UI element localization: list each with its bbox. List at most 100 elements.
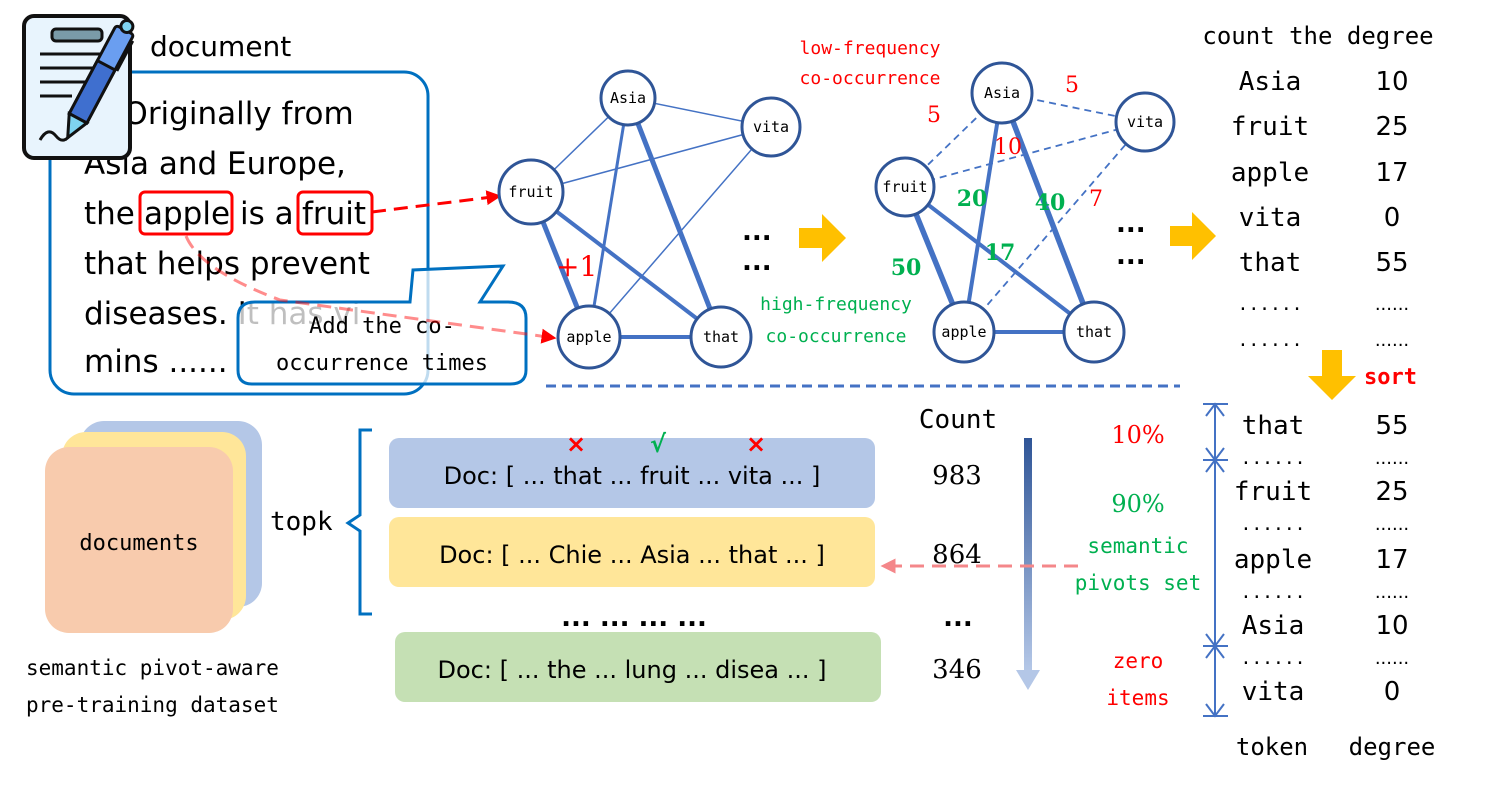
document-panel: document ... Originally from Asia and Eu…: [48, 30, 430, 396]
edge-weight-label: 10: [994, 135, 1022, 160]
sorted-row-value: 10: [1375, 611, 1408, 641]
topk-label: topk: [270, 507, 333, 537]
graph-node-label: apple: [941, 323, 986, 341]
graph-node-label: fruit: [508, 183, 553, 201]
sorted-row-token: ......: [1240, 648, 1305, 669]
reject-mark-vita: ×: [746, 430, 766, 458]
edge-weight-label: 17: [985, 240, 1016, 266]
degree-table-title: count the degree: [1202, 22, 1433, 50]
edge-weight-label: 50: [891, 255, 922, 281]
degree-row-value: 10: [1375, 67, 1408, 97]
highlight-apple: apple: [144, 196, 230, 232]
sorted-row-token: apple: [1234, 545, 1312, 575]
document-title: document: [150, 30, 291, 63]
increment-label: +1: [556, 250, 597, 283]
degree-row-value: ......: [1375, 294, 1409, 315]
ellipsis-2a: ...: [1116, 209, 1146, 239]
graph-node-label: Asia: [984, 84, 1020, 102]
ellipsis-1a: ...: [742, 217, 772, 247]
edge-weight-label: 40: [1035, 190, 1066, 216]
arrow-right-icon: [799, 214, 846, 262]
reject-mark-that: ×: [566, 430, 586, 458]
sorted-row-token: Asia: [1242, 611, 1305, 641]
sorted-row-value: ......: [1375, 648, 1409, 669]
graph-node-apple: [556, 304, 622, 370]
doc-line-3-middle: is a: [240, 196, 294, 232]
degree-row-token: ......: [1237, 294, 1302, 315]
highlight-fruit: fruit: [302, 196, 366, 232]
sorted-row-token: vita: [1242, 677, 1305, 707]
degree-row-value: 0: [1384, 203, 1401, 233]
document-pen-icon: [22, 14, 135, 160]
doc-list-item: Doc: [ ... the ... lung ... disea ... ]3…: [395, 632, 982, 702]
doc-list-item: Doc: [ ... Chie ... Asia ... that ... ]8…: [389, 517, 982, 587]
graph-node-label: vita: [753, 118, 789, 136]
graph-edge: [625, 97, 724, 338]
graph-node-fruit: [874, 156, 936, 218]
edge-weight-label: 20: [957, 186, 988, 212]
top-percent-label: 10%: [1111, 421, 1164, 449]
sorted-row-token: ......: [1240, 582, 1305, 603]
semantic-pivots-label-1: semantic: [1087, 534, 1188, 558]
graph-edge: [529, 190, 723, 339]
doc-card: [389, 517, 875, 587]
dataset-caption-1: semantic pivot-aware: [26, 656, 279, 680]
edge-weight-label: 7: [1089, 187, 1103, 212]
doc-text: Doc: [ ... the ... lung ... disea ... ]: [438, 656, 827, 684]
doc-list-ellipsis: ... ... ... ...: [561, 603, 707, 633]
segment-bracket: [1203, 402, 1228, 718]
doc-line-3-prefix: the: [84, 196, 135, 232]
degree-row-value: ......: [1375, 330, 1409, 351]
sorted-row-value: 25: [1375, 477, 1408, 507]
sorted-row-value: ......: [1375, 582, 1409, 603]
graph-node-apple: [932, 300, 996, 364]
apple-to-node-arrow: [184, 235, 557, 344]
graph-edge-asia-apple: [962, 92, 1004, 333]
graph-node-label: Asia: [610, 89, 646, 107]
graph-node-label: that: [703, 328, 739, 346]
fruit-highlight-box: [296, 190, 374, 236]
zero-items-label-1: zero: [1113, 649, 1164, 673]
degree-row-token: ......: [1237, 330, 1302, 351]
doc-list-item: Doc: [ ... that ... fruit ... vita ... ]…: [389, 438, 982, 508]
sorted-row-value: 55: [1375, 411, 1408, 441]
degree-row-value: 17: [1375, 158, 1408, 188]
doc-line-6: mins ......: [84, 344, 228, 380]
doc-line-4: that helps prevent: [84, 246, 370, 282]
graph-node-vita: [740, 96, 802, 158]
graph-node-that: [689, 305, 753, 369]
callout-line-1: Add the co-: [309, 314, 455, 339]
sorted-row-token: ......: [1240, 514, 1305, 535]
sorted-row-token: fruit: [1234, 477, 1312, 507]
callout-line-2: occurrence times: [276, 351, 488, 376]
graph-node-vita: [1114, 91, 1176, 153]
sorted-row-value: 0: [1384, 677, 1401, 707]
zero-items-label-2: items: [1106, 686, 1169, 710]
degree-row-token: that: [1239, 248, 1302, 278]
degree-row-token: fruit: [1231, 112, 1309, 142]
high-freq-label-2: co-occurrence: [766, 326, 907, 347]
doc-text: Doc: [ ... Chie ... Asia ... that ... ]: [439, 541, 825, 569]
accept-mark-fruit: √: [650, 430, 667, 458]
graph-node-fruit: [497, 158, 565, 226]
documents-label: documents: [79, 531, 198, 556]
graph-node-label: fruit: [882, 178, 927, 196]
degree-row-value: 55: [1375, 248, 1408, 278]
sorted-row-token: ......: [1240, 448, 1305, 469]
sorted-row-token: that: [1242, 411, 1305, 441]
topk-brace: [345, 428, 372, 616]
doc-text: Doc: [ ... that ... fruit ... vita ... ]: [444, 462, 821, 490]
callout-bubble: Add the co- occurrence times: [236, 264, 528, 386]
degree-row-value: 25: [1375, 112, 1408, 142]
count-header: Count: [919, 405, 997, 435]
graph-edge-fruit-that: [903, 185, 1096, 334]
high-freq-label-1: high-frequency: [760, 294, 912, 315]
low-freq-label-1: low-frequency: [800, 38, 941, 59]
degree-column-header: degree: [1349, 733, 1436, 761]
middle-percent-label: 90%: [1111, 490, 1164, 518]
graph-edge-asia-that: [999, 92, 1097, 333]
semantic-pivots-label-2: pivots set: [1075, 571, 1201, 595]
